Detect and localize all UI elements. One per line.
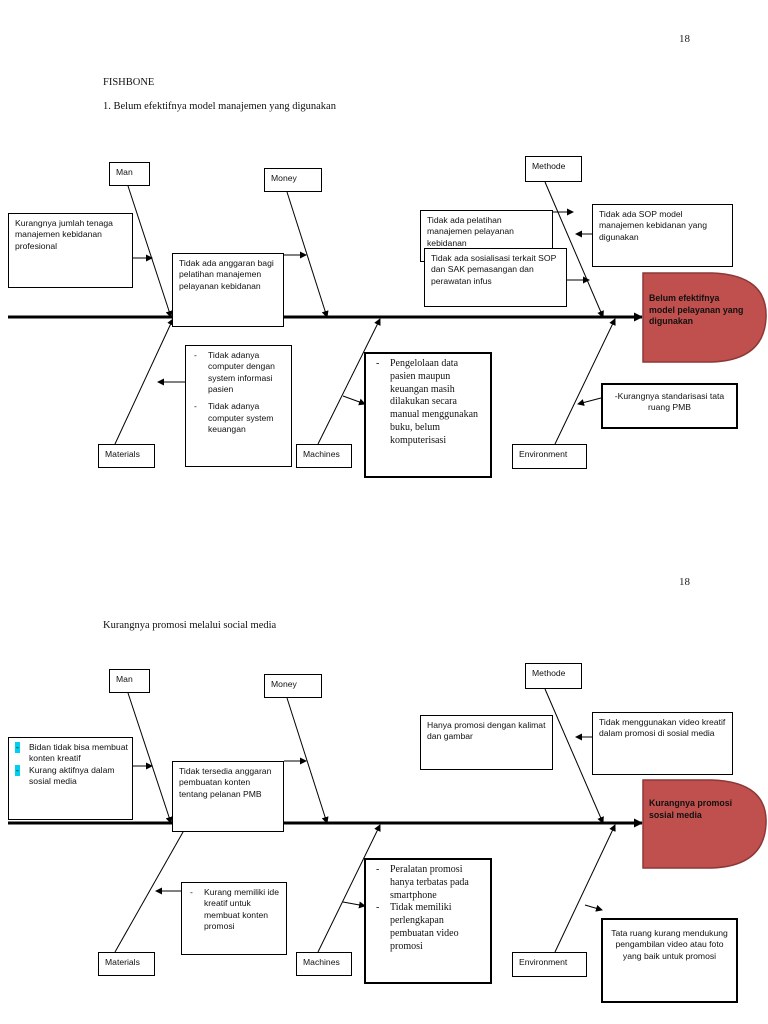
category-environment-2: Environment — [512, 952, 587, 977]
cause-money-1: Tidak ada anggaran bagi pelatihan manaje… — [172, 253, 284, 327]
cause-environment-2: Tata ruang kurang mendukung pengambilan … — [601, 918, 738, 1003]
category-methode-2: Methode — [525, 663, 582, 689]
cause-man-2: Bidan tidak bisa membuat konten kreatif … — [8, 737, 133, 820]
category-materials-1: Materials — [98, 444, 155, 468]
category-machines-2: Machines — [296, 952, 352, 976]
head-effect-2: Kurangnya promosi sosial media — [649, 798, 733, 820]
cause-materials-1: Tidak adanya computer dengan system info… — [185, 345, 292, 467]
head-shape-2 — [642, 779, 767, 869]
cause-machines-1: Pengelolaan data pasien maupun keuangan … — [364, 352, 492, 478]
cause-materials-2-item: Kurang memiliki ide kreatif untuk membua… — [188, 887, 280, 932]
category-man-2: Man — [109, 669, 150, 693]
category-machines-1: Machines — [296, 444, 352, 468]
cause-methode-1c: Tidak ada SOP model manajemen kebidanan … — [592, 204, 733, 267]
category-man-1: Man — [109, 162, 150, 186]
cause-materials-2: Kurang memiliki ide kreatif untuk membua… — [181, 882, 287, 955]
cause-money-2: Tidak tersedia anggaran pembuatan konten… — [172, 761, 284, 832]
cause-man-2-item: Bidan tidak bisa membuat konten kreatif — [13, 742, 128, 765]
category-methode-1: Methode — [525, 156, 582, 182]
cause-methode-2a: Hanya promosi dengan kalimat dan gambar — [420, 715, 553, 770]
diagram1-lines — [8, 181, 643, 445]
cause-materials-1-item: Tidak adanya computer dengan system info… — [192, 350, 285, 395]
cause-methode-1b: Tidak ada sosialisasi terkait SOP dan SA… — [424, 248, 567, 307]
cause-machines-2: Peralatan promosi hanya terbatas pada sm… — [364, 858, 492, 984]
head-shape-1 — [642, 272, 767, 363]
head-effect-1: Belum efektifnya model pelayanan yang di… — [649, 293, 744, 327]
cause-man-1: Kurangnya jumlah tenaga manajemen kebida… — [8, 213, 133, 288]
category-materials-2: Materials — [98, 952, 155, 976]
cause-machines-1-item: Pengelolaan data pasien maupun keuangan … — [374, 358, 482, 448]
category-money-2: Money — [264, 674, 322, 698]
page-number: 18 — [679, 33, 690, 45]
section-title: FISHBONE — [103, 77, 155, 88]
cause-methode-2b: Tidak menggunakan video kreatif dalam pr… — [592, 712, 733, 775]
cause-environment-1: -Kurangnya standarisasi tata ruang PMB — [601, 383, 738, 429]
category-environment-1: Environment — [512, 444, 587, 469]
cause-machines-2-item: Tidak memiliki perlengkapan pembuatan vi… — [374, 902, 482, 953]
page-number-2: 18 — [679, 576, 690, 588]
cause-machines-2-item: Peralatan promosi hanya terbatas pada sm… — [374, 864, 482, 902]
problem-title-2: Kurangnya promosi melalui social media — [103, 620, 277, 631]
problem-title-1: 1. Belum efektifnya model manajemen yang… — [103, 101, 336, 112]
cause-materials-1-item: Tidak adanya computer system keuangan — [192, 401, 285, 435]
category-money-1: Money — [264, 168, 322, 192]
cause-man-2-item: Kurang aktifnya dalam sosial media — [13, 764, 128, 788]
diagram2-lines — [8, 688, 643, 953]
